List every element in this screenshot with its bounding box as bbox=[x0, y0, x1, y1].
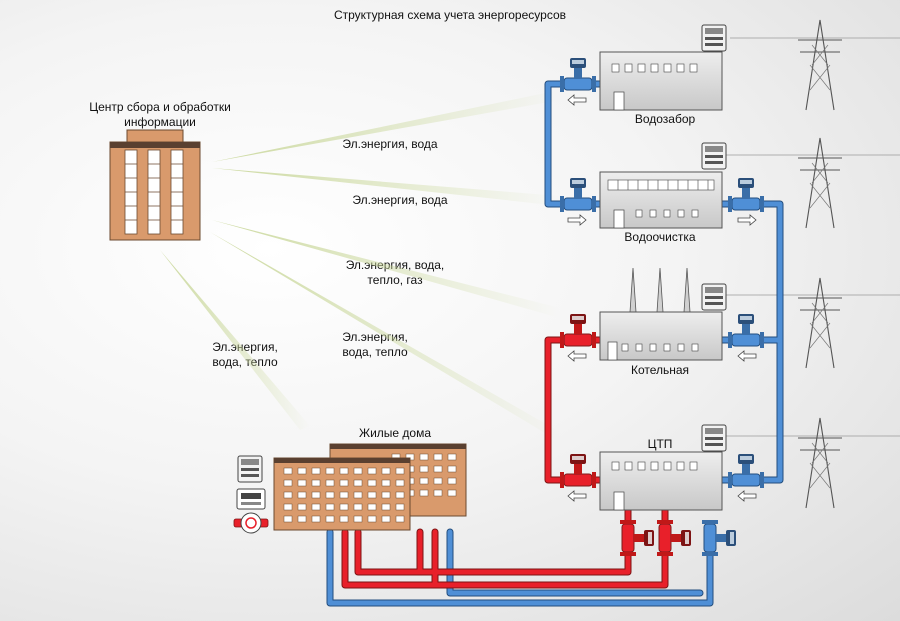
facility-kotelnaya bbox=[599, 267, 723, 361]
heat-flowmeter-icon bbox=[559, 453, 597, 489]
heat-flowmeter-icon bbox=[656, 519, 692, 557]
link-label-vodoochistka: Эл.энергия, вода bbox=[352, 193, 448, 207]
water-flowmeter-icon bbox=[727, 453, 765, 489]
data-center-building bbox=[109, 129, 201, 241]
water-flowmeter-icon bbox=[559, 57, 597, 93]
electricity-meter-icon bbox=[701, 424, 727, 452]
flow-arrow-icon bbox=[567, 490, 587, 502]
power-tower-icon bbox=[797, 277, 843, 369]
flow-arrow-icon bbox=[567, 350, 587, 362]
electricity-meter-icon bbox=[701, 283, 727, 311]
heat-meter-icon bbox=[236, 488, 266, 510]
water-meter-icon bbox=[233, 512, 269, 534]
facility-label-kotelnaya: Котельная bbox=[630, 363, 690, 377]
power-tower-icon bbox=[797, 417, 843, 509]
power-tower-icon bbox=[797, 19, 843, 111]
center-label: Центр сбора и обработки информации bbox=[89, 100, 231, 129]
water-flowmeter-icon bbox=[701, 519, 737, 557]
water-flowmeter-icon bbox=[559, 177, 597, 213]
water-flowmeter-icon bbox=[727, 177, 765, 213]
flow-arrow-icon bbox=[737, 350, 757, 362]
electricity-meter-icon bbox=[237, 455, 263, 483]
water-flowmeter-icon bbox=[727, 313, 765, 349]
power-tower-icon bbox=[797, 137, 843, 229]
flow-arrow-icon bbox=[737, 214, 757, 226]
facility-label-vodozabor: Водозабор bbox=[634, 112, 696, 126]
flow-arrow-icon bbox=[567, 94, 587, 106]
data-beams bbox=[160, 90, 560, 442]
link-label-vodozabor: Эл.энергия, вода bbox=[342, 137, 438, 151]
page-title: Структурная схема учета энергоресурсов bbox=[333, 8, 567, 22]
flow-arrow-icon bbox=[737, 490, 757, 502]
electricity-meter-icon bbox=[701, 24, 727, 52]
facility-vodoochistka bbox=[599, 171, 723, 229]
heat-flowmeter-icon bbox=[619, 519, 655, 557]
flow-arrow-icon bbox=[567, 214, 587, 226]
residential-buildings bbox=[273, 443, 467, 531]
facility-ctp bbox=[599, 451, 723, 511]
power-lines bbox=[722, 37, 900, 437]
heat-flowmeter-icon bbox=[559, 313, 597, 349]
facility-label-houses: Жилые дома bbox=[358, 426, 432, 440]
electricity-meter-icon bbox=[701, 142, 727, 170]
facility-label-vodoochistka: Водоочистка bbox=[624, 230, 696, 244]
facility-vodozabor bbox=[599, 51, 723, 111]
facility-label-ctp: ЦТП bbox=[647, 437, 673, 451]
